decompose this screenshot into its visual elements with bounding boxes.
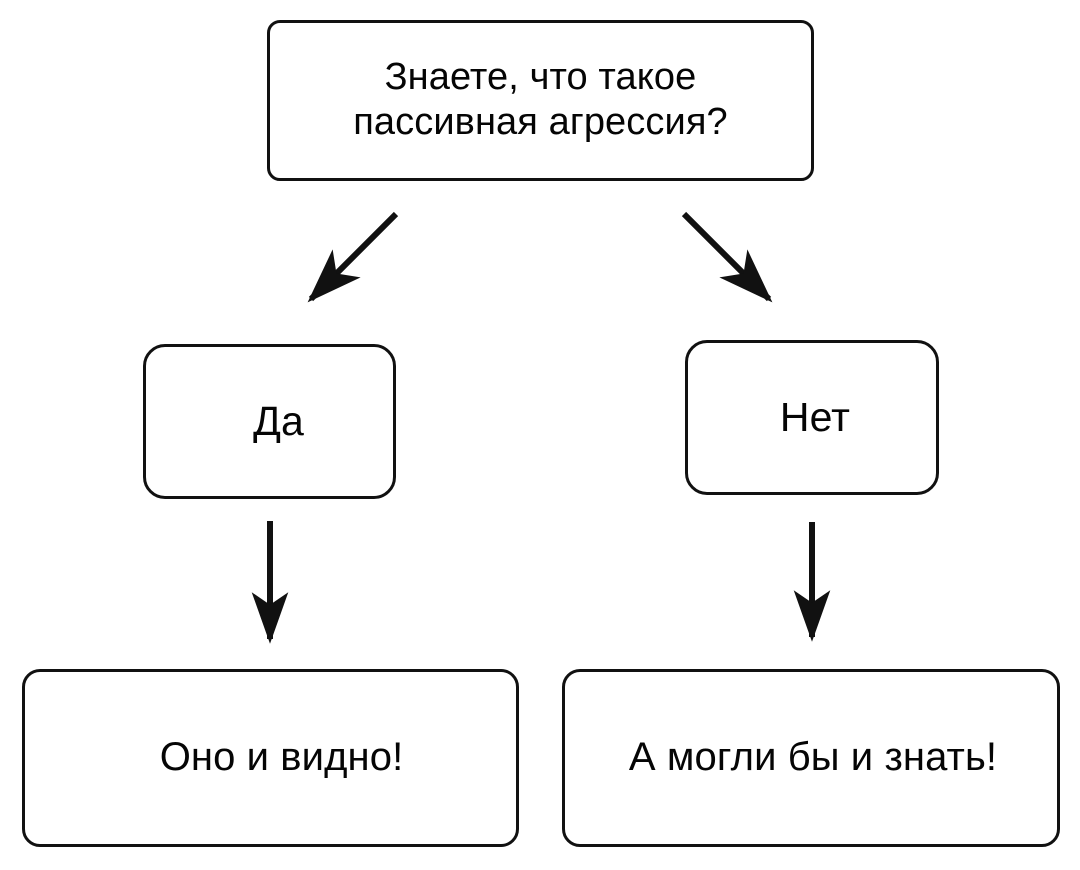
node-yes-label: Да	[253, 398, 304, 445]
node-yes-result-label: Оно и видно!	[159, 735, 404, 780]
node-no-result-label: А могли бы и знать!	[628, 735, 998, 780]
edge-question-to-yes	[307, 211, 399, 303]
node-question-box: Знаете, что такое пассивная агрессия?	[267, 20, 814, 181]
node-no-result-box: А могли бы и знать!	[562, 669, 1060, 847]
node-question-label: Знаете, что такое пассивная агрессия?	[353, 55, 728, 143]
edge-question-to-no	[681, 211, 773, 303]
node-no-box: Нет	[685, 340, 939, 495]
node-yes-box: Да	[143, 344, 396, 499]
node-yes-result-box: Оно и видно!	[22, 669, 519, 847]
node-no-label: Нет	[779, 394, 851, 441]
